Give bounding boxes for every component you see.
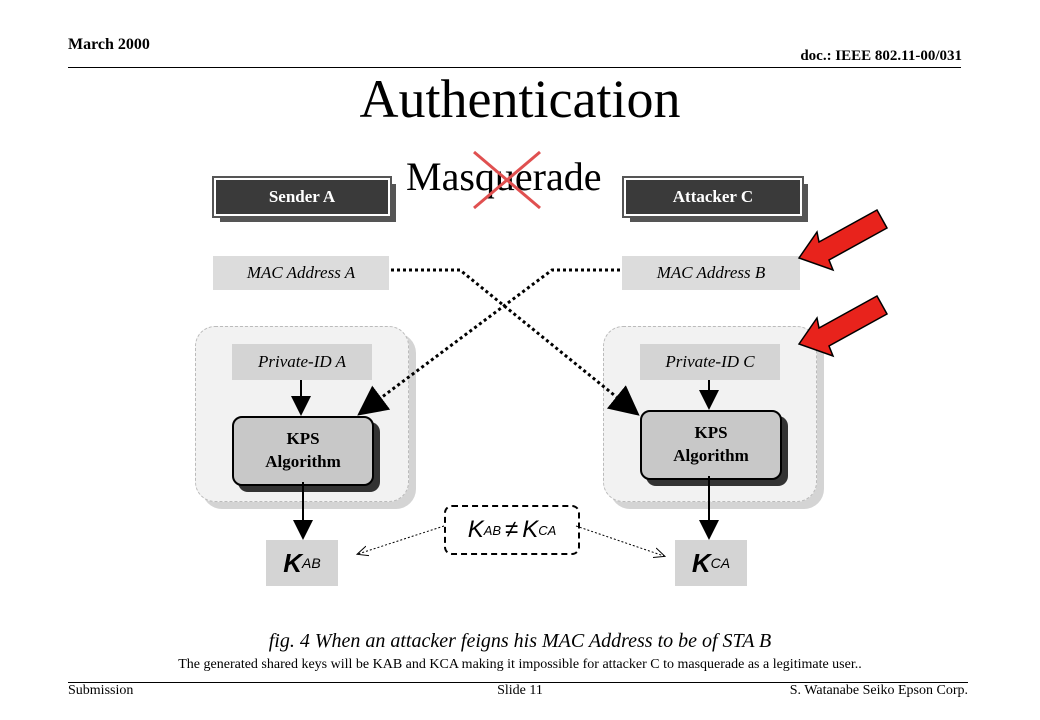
header-doc-id: doc.: IEEE 802.11-00/031 (800, 48, 962, 64)
inequality-lhs: K (467, 516, 484, 543)
inequality-op: ≠ (505, 516, 519, 543)
footer-rule (68, 682, 968, 683)
key-ab-sub: AB (302, 555, 321, 571)
sender-kps-line2: Algorithm (265, 452, 341, 471)
attacker-c-banner: Attacker C (622, 176, 804, 218)
sender-private-id: Private-ID A (232, 344, 372, 380)
inequality-lhs-sub: AB (483, 522, 502, 538)
header-rule (68, 67, 961, 68)
sender-kps-line1: KPS (286, 429, 320, 449)
sender-a-banner: Sender A (212, 176, 392, 218)
footer-author: S. Watanabe Seiko Epson Corp. (789, 683, 968, 698)
key-ab-main: K (283, 547, 303, 578)
cross-out-icon (473, 150, 541, 210)
key-ca-main: K (691, 547, 711, 578)
inequality-to-kab-pointer (358, 525, 445, 554)
attacker-kps-algorithm: KPS Algorithm (640, 410, 782, 480)
footer-slide-number: Slide 11 (497, 683, 543, 698)
red-arrow-icon (797, 208, 889, 272)
slide-title: Authentication (359, 69, 681, 129)
inequality-to-kca-pointer (575, 525, 664, 556)
sender-mac-address: MAC Address A (213, 256, 389, 290)
attacker-private-id: Private-ID C (640, 344, 780, 380)
attacker-kps-line2: Algorithm (673, 446, 749, 465)
inequality-rhs: K (522, 516, 539, 543)
attacker-mac-to-sender-kps-arrow (357, 268, 620, 416)
inequality-rhs-sub: CA (538, 522, 557, 538)
footer-submission: Submission (68, 683, 134, 698)
figure-note: The generated shared keys will be KAB an… (178, 657, 862, 672)
sender-kps-algorithm: KPS Algorithm (232, 416, 374, 486)
header-date: March 2000 (68, 36, 150, 53)
sender-mac-to-attacker-kps-arrow (391, 268, 640, 416)
figure-caption: fig. 4 When an attacker feigns his MAC A… (268, 630, 772, 652)
attacker-kps-line1: KPS (694, 423, 728, 443)
key-ca-sub: CA (710, 555, 731, 571)
red-arrow-icon (797, 294, 889, 358)
attacker-mac-address: MAC Address B (622, 256, 800, 290)
